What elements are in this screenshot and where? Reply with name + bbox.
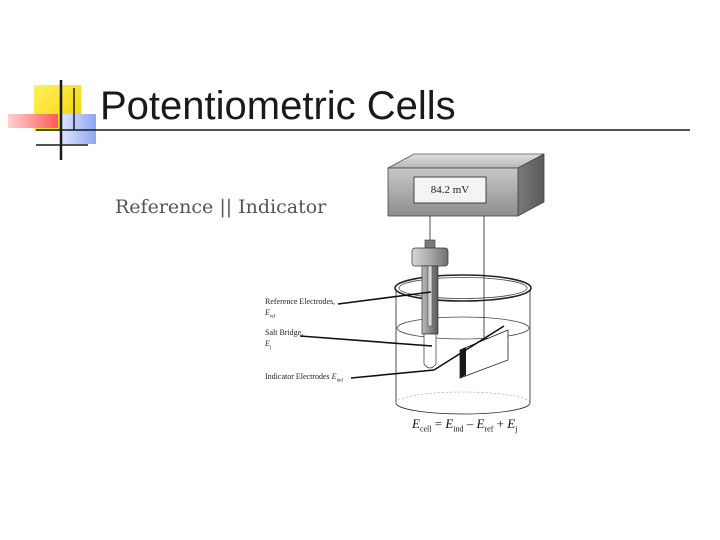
indicator-electrode-label-text: Indicator Electrodes bbox=[265, 372, 330, 381]
indicator-electrode-plate-edge bbox=[460, 347, 466, 378]
indicator-electrode bbox=[459, 329, 509, 379]
beaker-bottom bbox=[395, 402, 531, 415]
slide-title: Potentiometric Cells bbox=[100, 84, 456, 128]
reference-electrode-inner-wire bbox=[427, 265, 433, 327]
beaker-solution-surface bbox=[396, 316, 530, 340]
eq-term2-sub: ref bbox=[484, 424, 494, 434]
leader-salt-bridge bbox=[299, 335, 433, 347]
beaker-rim-inner bbox=[398, 277, 528, 299]
eq-term3-symbol: E bbox=[507, 416, 516, 431]
reference-electrode-terminal bbox=[424, 239, 436, 249]
eq-lhs-symbol: E bbox=[412, 416, 420, 431]
eq-equals: = bbox=[431, 416, 446, 431]
salt-bridge-subscript: j bbox=[269, 345, 272, 351]
leader-reference bbox=[337, 291, 432, 305]
leader-indicator-1 bbox=[350, 369, 435, 379]
eq-term1-symbol: E bbox=[445, 416, 454, 431]
logo-blue-square bbox=[62, 114, 96, 144]
reference-electrode bbox=[411, 239, 449, 369]
voltmeter-top bbox=[387, 153, 545, 169]
indicator-electrode-label: Indicator Electrodes Eind bbox=[265, 371, 343, 387]
indicator-electrode-symbol: E bbox=[331, 372, 337, 381]
beaker bbox=[394, 274, 532, 415]
meter-reading: 84.2 mV bbox=[430, 184, 470, 196]
salt-bridge-symbol: E bbox=[265, 339, 270, 348]
reference-electrode-subscript: ref bbox=[269, 314, 276, 320]
reference-electrode-junction bbox=[423, 333, 437, 369]
cell-potential-equation: Ecell = Eind – Eref + Ej bbox=[412, 416, 517, 434]
eq-term1-sub: ind bbox=[453, 424, 464, 434]
cell-notation: Reference || Indicator bbox=[115, 196, 327, 218]
leader-indicator-2 bbox=[433, 325, 505, 371]
salt-bridge-label-text: Salt Bridge, bbox=[265, 328, 304, 337]
eq-plus: + bbox=[493, 416, 508, 431]
eq-term3-sub: j bbox=[515, 424, 518, 434]
reference-electrode-label-text: Reference Electrodes, bbox=[265, 297, 336, 306]
eq-lhs-sub: cell bbox=[419, 424, 432, 434]
logo-red-bar bbox=[8, 114, 58, 128]
voltmeter-display bbox=[413, 176, 487, 204]
reference-electrode-cap bbox=[411, 247, 449, 267]
beaker-bottom-back bbox=[395, 391, 531, 404]
reference-electrode-symbol: E bbox=[265, 308, 270, 317]
voltmeter bbox=[387, 153, 545, 217]
eq-minus: – bbox=[463, 416, 477, 431]
eq-term2-symbol: E bbox=[476, 416, 485, 431]
beaker-rim-outer bbox=[394, 274, 532, 302]
indicator-electrode-subscript: ind bbox=[336, 378, 343, 384]
reference-electrode-label: Reference Electrodes, Eref bbox=[265, 296, 335, 323]
salt-bridge-label: Salt Bridge, Ej bbox=[265, 327, 303, 354]
